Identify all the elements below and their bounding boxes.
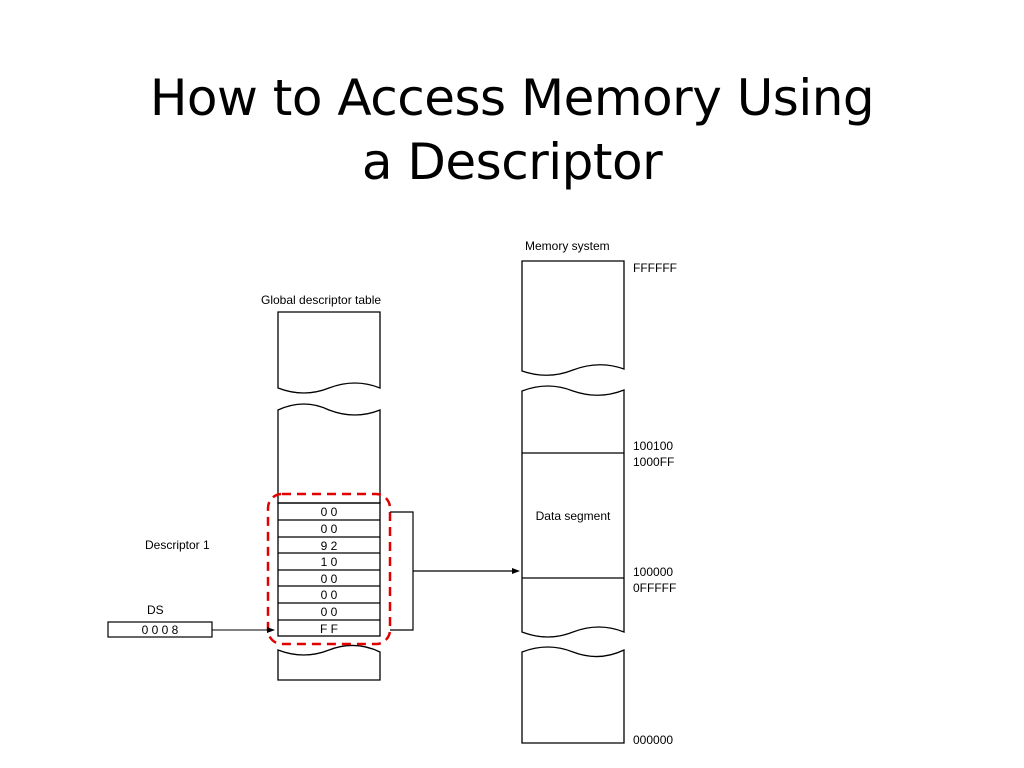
slide-title-line-1: How to Access Memory Using — [149, 69, 875, 127]
memory-addresses: FFFFFF 100100 1000FF 100000 0FFFFF 00000… — [633, 261, 677, 747]
memory-system-label: Memory system — [525, 239, 610, 253]
ds-value: 0 0 0 8 — [142, 623, 179, 637]
data-segment-label: Data segment — [536, 509, 611, 523]
ds-arrow-head — [267, 627, 275, 633]
address-top: FFFFFF — [633, 261, 677, 275]
slide-title: How to Access Memory Using a Descriptor — [0, 66, 1024, 194]
ds-label: DS — [147, 603, 164, 617]
descriptor-byte: 0 0 — [321, 588, 338, 602]
address-upper-a: 100100 — [633, 439, 673, 453]
descriptor-byte: 9 2 — [321, 539, 338, 553]
address-lower-b: 0FFFFF — [633, 581, 676, 595]
address-lower-a: 100000 — [633, 565, 673, 579]
descriptor-1-label: Descriptor 1 — [145, 538, 210, 552]
descriptor-byte: 0 0 — [321, 522, 338, 536]
arrow-to-memory — [512, 568, 520, 574]
descriptor-byte: 0 0 — [321, 572, 338, 586]
descriptor-bytes: 0 0 0 0 9 2 1 0 0 0 0 0 0 0 F F — [320, 505, 338, 636]
descriptor-row-dividers — [278, 519, 380, 621]
descriptor-byte: 0 0 — [321, 505, 338, 519]
descriptor-byte: F F — [320, 622, 338, 636]
memory-column — [521, 260, 625, 744]
gdt-label: Global descriptor table — [261, 293, 381, 307]
descriptor-highlight — [266, 492, 392, 646]
descriptor-bracket — [390, 511, 514, 631]
descriptor-byte: 0 0 — [321, 605, 338, 619]
slide-title-line-2: a Descriptor — [361, 133, 663, 191]
address-bottom: 000000 — [633, 733, 673, 747]
descriptor-byte: 1 0 — [321, 555, 338, 569]
address-upper-b: 1000FF — [633, 455, 674, 469]
